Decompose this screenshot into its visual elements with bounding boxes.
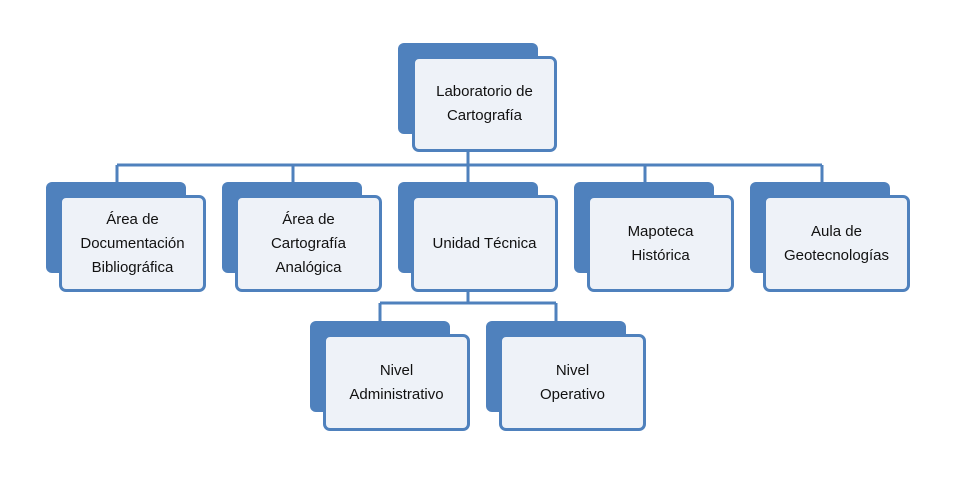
node-card: Área de Documentación Bibliográfica <box>59 195 206 292</box>
node-label: Laboratorio de Cartografía <box>436 83 533 124</box>
node-card: Laboratorio de Cartografía <box>412 56 557 152</box>
node-label: Área de Cartografía Analógica <box>270 210 347 276</box>
node-card: Mapoteca Histórica <box>587 195 734 292</box>
node-card: Aula de Geotecnologías <box>763 195 910 292</box>
node-card: Nivel Operativo <box>499 334 646 431</box>
node-label: Mapoteca Histórica <box>627 222 694 264</box>
node-label: Unidad Técnica <box>432 234 537 252</box>
node-card: Área de Cartografía Analógica <box>235 195 382 292</box>
node-label: Nivel Operativo <box>539 361 606 403</box>
node-card: Nivel Administrativo <box>323 334 470 431</box>
node-card: Unidad Técnica <box>411 195 558 292</box>
node-label: Nivel Administrativo <box>349 361 444 403</box>
node-label: Área de Documentación Bibliográfica <box>80 210 185 276</box>
node-label: Aula de Geotecnologías <box>783 222 890 264</box>
